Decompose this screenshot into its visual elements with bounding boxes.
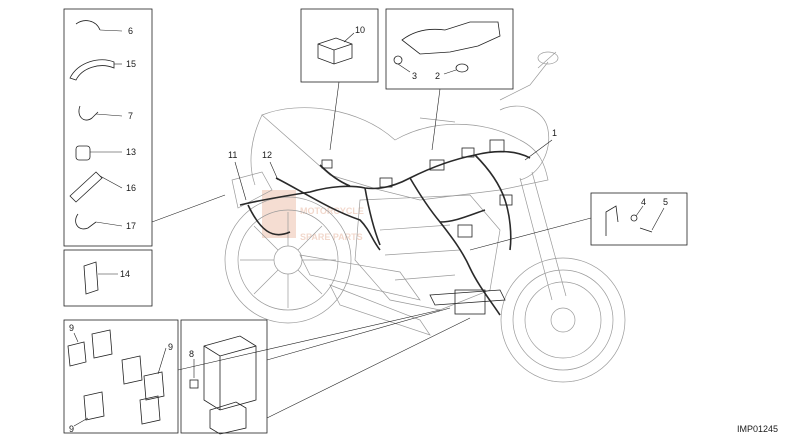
clamp-6	[75, 20, 101, 31]
fuse-holder	[209, 401, 247, 435]
callout-2: 2	[435, 71, 440, 81]
callout-12: 12	[262, 150, 272, 160]
headlight	[499, 105, 550, 181]
screw-3	[393, 55, 403, 65]
front-wheel	[500, 257, 626, 383]
connector	[499, 194, 513, 206]
relay-9	[121, 355, 143, 385]
callout-6: 6	[128, 26, 133, 36]
relay-9	[91, 329, 113, 359]
ecu-bracket	[454, 289, 486, 315]
callout-11: 11	[228, 150, 237, 160]
tail-light	[231, 171, 273, 209]
nut-4	[630, 214, 638, 222]
bracket-part	[401, 21, 501, 55]
relay-part-10	[317, 37, 353, 65]
callout-8: 8	[189, 349, 194, 359]
tank-seat	[261, 107, 549, 201]
connector	[321, 159, 333, 169]
grommet-2	[455, 63, 469, 73]
callout-13: 13	[126, 147, 136, 157]
relay-9	[83, 391, 105, 421]
connector	[429, 159, 445, 171]
front-fork	[519, 171, 567, 301]
callout-16: 16	[126, 183, 136, 193]
bolt-5	[639, 227, 653, 233]
drawing-reference: IMP01245	[737, 424, 778, 434]
clamp-7	[78, 105, 99, 121]
connector	[457, 224, 473, 238]
callout-9b: 9	[168, 342, 173, 352]
watermark-line2: SPARE PARTS	[300, 232, 363, 242]
callout-17: 17	[126, 221, 136, 231]
connector	[379, 177, 393, 188]
connector	[461, 147, 475, 158]
exhaust	[329, 284, 431, 336]
bracket	[605, 205, 619, 236]
brake-disc	[524, 281, 602, 359]
watermark-line1: MOTORCYCLE	[300, 206, 364, 216]
box-item-8: 8	[180, 319, 268, 435]
box-relays: 9 9 9	[63, 319, 179, 434]
relay-9	[139, 395, 161, 425]
fuse	[189, 379, 199, 389]
engine-block	[354, 194, 501, 311]
cable-11	[247, 204, 291, 236]
rear-wheel	[224, 196, 352, 324]
swingarm	[299, 254, 421, 301]
callout-4: 4	[641, 197, 646, 207]
box-items-2-3: 3 2	[385, 8, 514, 151]
callout-15: 15	[126, 59, 136, 69]
relay-9	[67, 341, 87, 367]
callout-1: 1	[552, 128, 557, 138]
motorcycle-outline	[224, 51, 626, 383]
mirror	[537, 51, 557, 69]
cable-12	[275, 177, 381, 251]
relay-9	[143, 371, 165, 401]
callout-10: 10	[355, 25, 365, 35]
mounting-plate	[429, 289, 506, 306]
wiring-harness	[239, 139, 531, 316]
clip-13	[75, 145, 91, 161]
clamp-15	[69, 59, 115, 81]
callout-14: 14	[120, 269, 130, 279]
connector	[489, 139, 505, 153]
sleeve-16	[69, 171, 103, 203]
fuse-box-8	[203, 335, 257, 411]
box-clamps: 6 15 7 13 16 17	[63, 8, 153, 247]
box-item-10: 10	[300, 8, 379, 151]
cover-14	[83, 261, 99, 295]
callout-3: 3	[412, 71, 417, 81]
box-item-14: 14	[63, 249, 153, 307]
callout-9a: 9	[69, 323, 74, 333]
callout-5: 5	[663, 197, 668, 207]
box-items-4-5: 4 5	[469, 192, 688, 251]
clamp-17	[75, 213, 97, 230]
callout-9c: 9	[69, 424, 74, 434]
callout-7: 7	[128, 111, 133, 121]
handlebar	[419, 61, 549, 123]
main-callouts: 1 11 12	[228, 128, 557, 201]
